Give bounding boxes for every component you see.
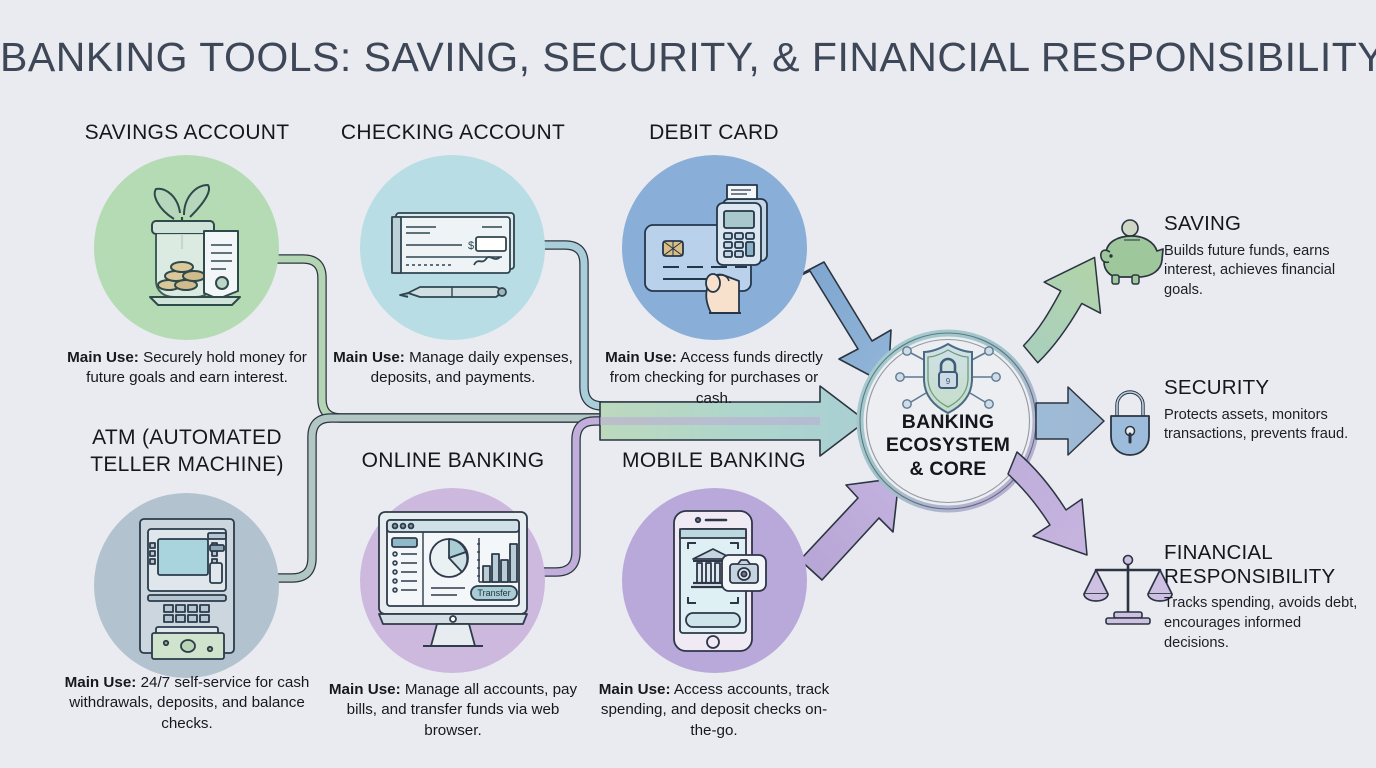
tool-desc-lead: Main Use: bbox=[598, 681, 671, 698]
outcome-saving[interactable]: SAVING Builds future funds, earns intere… bbox=[1164, 212, 1364, 301]
cheque-and-pen-icon: $ bbox=[360, 155, 545, 340]
tool-title-debit-card: DEBIT CARD bbox=[649, 121, 779, 144]
tool-card-mobile-banking[interactable]: MOBILE BANKING bbox=[590, 448, 838, 741]
outcome-title-saving: SAVING bbox=[1164, 212, 1242, 235]
tool-desc-lead: Main Use: bbox=[605, 349, 677, 366]
atm-machine-icon bbox=[94, 493, 279, 678]
outcome-desc-security: Protects assets, monitors transactions, … bbox=[1164, 406, 1349, 443]
tool-desc-online-banking: Main Use: Manage all accounts, pay bills… bbox=[322, 680, 584, 741]
connector-atm bbox=[257, 413, 705, 583]
tool-title-checking-account: CHECKING ACCOUNT bbox=[340, 121, 566, 144]
tool-title-mobile-banking: MOBILE BANKING bbox=[622, 449, 806, 472]
outcome-security[interactable]: SECURITY Protects assets, monitors trans… bbox=[1164, 376, 1364, 445]
outcome-financial-responsibility[interactable]: FINANCIAL RESPONSIBILITY Tracks spending… bbox=[1164, 541, 1364, 653]
tool-desc-lead: Main Use: bbox=[333, 349, 405, 366]
arrow-mobile-to-hub bbox=[799, 477, 900, 581]
outcome-title-financial-responsibility: FINANCIAL RESPONSIBILITY bbox=[1164, 541, 1336, 588]
tool-card-online-banking[interactable]: ONLINE BANKING bbox=[322, 448, 584, 741]
tool-desc-savings-account: Main Use: Securely hold money for future… bbox=[56, 348, 318, 389]
tool-card-checking-account[interactable]: CHECKING ACCOUNT $ bbox=[322, 120, 584, 410]
hub-label-line3: & CORE bbox=[909, 457, 987, 480]
tool-desc-text: Manage daily expenses, deposits, and pay… bbox=[370, 349, 573, 387]
hub-label-line2: ECOSYSTEM bbox=[885, 434, 1011, 457]
connector-checking bbox=[482, 240, 705, 411]
tool-desc-checking-account: Main Use: Manage daily expenses, deposit… bbox=[322, 348, 584, 389]
tool-desc-lead: Main Use: bbox=[67, 349, 139, 366]
transfer-button-label: Transfer bbox=[477, 588, 510, 598]
tool-desc-atm: Main Use: 24/7 self-service for cash wit… bbox=[56, 673, 318, 734]
money-jar-icon bbox=[94, 155, 279, 340]
card-payment-terminal-icon bbox=[622, 155, 807, 340]
arrow-tools-to-hub bbox=[599, 385, 867, 457]
hub-label-group: BANKING ECOSYSTEM & CORE bbox=[860, 411, 1036, 481]
tool-desc-text: Access accounts, track spending, and dep… bbox=[600, 681, 830, 739]
arrow-hub-to-responsibility bbox=[1007, 451, 1088, 556]
tool-desc-lead: Main Use: bbox=[64, 674, 137, 691]
arrow-hub-to-saving bbox=[1022, 256, 1102, 364]
page-title: BANKING TOOLS: SAVING, SECURITY, & FINAN… bbox=[0, 34, 1376, 80]
tool-desc-lead: Main Use: bbox=[328, 681, 401, 698]
padlock-icon bbox=[1110, 390, 1150, 456]
tool-card-atm[interactable]: ATM (AUTOMATED TELLER MACHINE) bbox=[56, 425, 318, 735]
tool-desc-text: 24/7 self-service for cash withdrawals, … bbox=[69, 674, 310, 732]
tool-card-debit-card[interactable]: DEBIT CARD bbox=[590, 120, 838, 410]
smartphone-deposit-icon bbox=[622, 488, 807, 673]
desktop-dashboard-icon: Transfer bbox=[360, 488, 545, 673]
tool-title-online-banking: ONLINE BANKING bbox=[361, 449, 545, 472]
outcome-desc-saving: Builds future funds, earns interest, ach… bbox=[1164, 242, 1336, 298]
piggy-bank-icon bbox=[1100, 219, 1164, 285]
outcome-title-security: SECURITY bbox=[1164, 376, 1270, 399]
arrow-hub-to-security bbox=[1035, 386, 1105, 456]
svg-text:$: $ bbox=[468, 240, 474, 252]
connector-online-banking bbox=[525, 416, 705, 577]
tool-desc-text: Access funds directly from checking for … bbox=[609, 349, 823, 407]
tool-desc-debit-card: Main Use: Access funds directly from che… bbox=[590, 348, 838, 409]
tool-desc-text: Securely hold money for future goals and… bbox=[86, 349, 307, 387]
balance-scale-icon bbox=[1083, 554, 1173, 625]
tool-card-savings-account[interactable]: SAVINGS ACCOUNT bbox=[56, 120, 318, 410]
shield-lock-network-icon: 9 bbox=[895, 342, 1001, 415]
tool-title-savings-account: SAVINGS ACCOUNT bbox=[84, 121, 290, 144]
svg-text:9: 9 bbox=[946, 377, 951, 386]
outcome-desc-financial-responsibility: Tracks spending, avoids debt, encourages… bbox=[1164, 595, 1358, 651]
hub-label-line1: BANKING bbox=[901, 411, 995, 433]
tool-desc-text: Manage all accounts, pay bills, and tran… bbox=[346, 681, 578, 739]
tool-title-atm: ATM (AUTOMATED TELLER MACHINE) bbox=[90, 426, 284, 476]
tool-desc-mobile-banking: Main Use: Access accounts, track spendin… bbox=[590, 680, 838, 741]
